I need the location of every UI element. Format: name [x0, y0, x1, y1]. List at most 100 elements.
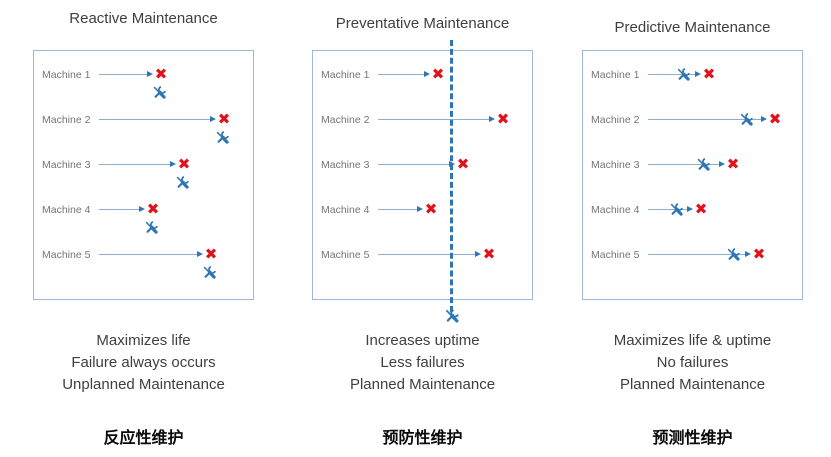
failure-x-icon: ✖ — [726, 155, 740, 173]
failure-x-icon: ✖ — [496, 110, 510, 128]
failure-x-icon: ✖ — [204, 245, 218, 263]
tools-icon-glyph — [697, 158, 710, 171]
tools-icon-glyph — [145, 221, 158, 234]
failure-x-icon: ✖ — [768, 110, 782, 128]
machine-row: Machine 2 ✖ — [313, 110, 532, 130]
tools-icon-glyph — [216, 131, 229, 144]
panel-title: Reactive Maintenance — [69, 10, 218, 27]
failure-x-icon: ✖ — [424, 200, 438, 218]
runtime-arrow-line — [378, 209, 417, 210]
machine-row: Machine 5 ✖ — [583, 245, 802, 265]
machine-row: Machine 2 ✖ — [583, 110, 802, 130]
machine-label: Machine 3 — [591, 159, 640, 171]
tools-icon-glyph — [153, 86, 166, 99]
tools-icon — [174, 174, 191, 191]
summary-line: Maximizes life & uptime — [613, 332, 772, 349]
machine-label: Machine 1 — [321, 69, 370, 81]
machine-row: Machine 4 ✖ — [583, 200, 802, 220]
runtime-arrow-line — [99, 164, 170, 165]
tools-icon — [214, 129, 231, 146]
machine-row: Machine 5 ✖ — [34, 245, 253, 279]
panel-preventative-maintenance: Preventative Maintenance Machine 1✖Machi… — [312, 0, 533, 457]
failure-x-icon: ✖ — [482, 245, 496, 263]
tools-icon-glyph — [445, 309, 459, 323]
machine-timeline-box: Machine 1 ✖ Machine 2 ✖ Machine 3 ✖ Machine 4 ✖… — [582, 50, 803, 300]
runtime-arrow-line — [378, 74, 424, 75]
machine-row: Machine 1 ✖ — [313, 65, 532, 85]
tools-icon — [443, 307, 461, 325]
machine-label: Machine 2 — [591, 114, 640, 126]
failure-x-icon: ✖ — [146, 200, 160, 218]
summary-line: No failures — [656, 354, 729, 371]
panel-summary: Increases uptime Less failures Planned M… — [312, 330, 533, 396]
machine-row: Machine 2 ✖ — [34, 110, 253, 144]
arrowhead-icon — [147, 71, 153, 77]
tools-icon-glyph — [203, 266, 216, 279]
panel-caption-zh: 预测性维护 — [652, 430, 733, 447]
failure-x-icon: ✖ — [752, 245, 766, 263]
runtime-arrow-line — [648, 74, 695, 75]
machine-row: Machine 3 ✖ — [583, 155, 802, 175]
failure-x-icon: ✖ — [456, 155, 470, 173]
failure-x-icon: ✖ — [177, 155, 191, 173]
machine-label: Machine 2 — [42, 114, 91, 126]
failure-x-icon: ✖ — [694, 200, 708, 218]
machine-row: Machine 3 ✖ — [34, 155, 253, 189]
machine-label: Machine 1 — [591, 69, 640, 81]
panel-reactive-maintenance: Reactive Maintenance Machine 1✖Machine 2… — [33, 0, 254, 457]
arrowhead-icon — [489, 116, 495, 122]
tools-icon — [738, 111, 755, 128]
machine-row: Machine 1 ✖ — [34, 65, 253, 99]
machine-row: Machine 5✖ — [313, 245, 532, 265]
failure-x-icon: ✖ — [431, 65, 445, 83]
tools-icon-glyph — [176, 176, 189, 189]
runtime-arrow-line — [99, 74, 147, 75]
panel-caption-zh: 预防性维护 — [382, 430, 463, 447]
runtime-arrow-line — [99, 209, 139, 210]
arrowhead-icon — [687, 206, 693, 212]
tools-icon — [675, 66, 692, 83]
tools-icon — [143, 219, 160, 236]
summary-line: Failure always occurs — [71, 354, 216, 371]
panel-summary: Maximizes life Failure always occurs Unp… — [33, 330, 254, 396]
machine-label: Machine 4 — [591, 204, 640, 216]
summary-line: Unplanned Maintenance — [62, 376, 225, 393]
panel-summary: Maximizes life & uptime No failures Plan… — [582, 330, 803, 396]
summary-line: Planned Maintenance — [349, 376, 496, 393]
panel-caption-zh: 反应性维护 — [103, 430, 184, 447]
machine-label: Machine 4 — [321, 204, 370, 216]
panel-predictive-maintenance: Predictive Maintenance Machine 1✖Machine… — [582, 0, 803, 457]
arrowhead-icon — [139, 206, 145, 212]
tools-icon — [725, 246, 742, 263]
tools-icon — [695, 156, 712, 173]
failure-x-icon: ✖ — [154, 65, 168, 83]
runtime-arrow-line — [648, 254, 745, 255]
machine-label: Machine 5 — [591, 249, 640, 261]
panel-title: Preventative Maintenance — [335, 15, 510, 32]
tools-icon — [201, 264, 218, 281]
machine-label: Machine 5 — [42, 249, 91, 261]
runtime-arrow-line — [99, 254, 197, 255]
machine-label: Machine 2 — [321, 114, 370, 126]
tools-icon-glyph — [677, 68, 690, 81]
machine-timeline-box: Machine 1✖Machine 2✖Machine 3✖Machine 4✖… — [33, 50, 254, 300]
machine-row: Machine 4 ✖ — [313, 200, 532, 220]
arrowhead-icon — [424, 71, 430, 77]
arrowhead-icon — [719, 161, 725, 167]
arrowhead-icon — [197, 251, 203, 257]
arrowhead-icon — [695, 71, 701, 77]
machine-label: Machine 1 — [42, 69, 91, 81]
tools-icon-glyph — [670, 203, 683, 216]
runtime-arrow-line — [378, 164, 449, 165]
failure-x-icon: ✖ — [217, 110, 231, 128]
arrowhead-icon — [417, 206, 423, 212]
machine-label: Machine 3 — [42, 159, 91, 171]
tools-icon-glyph — [727, 248, 740, 261]
runtime-arrow-line — [648, 164, 719, 165]
runtime-arrow-line — [378, 254, 475, 255]
arrowhead-icon — [761, 116, 767, 122]
runtime-arrow-line — [648, 209, 687, 210]
tools-icon — [151, 84, 168, 101]
summary-line: Increases uptime — [365, 332, 480, 349]
arrowhead-icon — [745, 251, 751, 257]
